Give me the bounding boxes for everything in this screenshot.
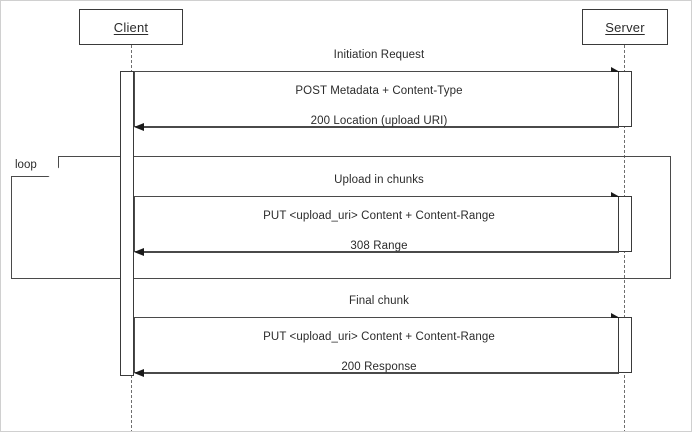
message-label-upload-in-chunks: Upload in chunks — [334, 174, 424, 186]
activation-server-initiation — [618, 71, 632, 127]
loop-fragment-operator-label: loop — [15, 159, 37, 172]
activation-client — [120, 71, 134, 376]
activation-server-final — [618, 317, 632, 373]
arrowhead-308-range — [134, 247, 144, 256]
message-label-initiation-request: Initiation Request — [333, 49, 425, 61]
message-label-308-range: 308 Range — [350, 240, 408, 252]
participant-server[interactable]: Server — [582, 9, 668, 45]
loop-fragment — [11, 156, 671, 279]
arrowhead-put-final-chunk — [611, 313, 620, 318]
arrowhead-200-location — [134, 122, 144, 131]
messageline-308-range — [141, 252, 619, 253]
message-label-put-chunk: PUT <upload_uri> Content + Content-Range — [263, 210, 495, 222]
arrowhead-put-chunk — [611, 192, 620, 197]
activation-server-chunk — [618, 196, 632, 252]
participant-client-label: Client — [113, 19, 149, 35]
message-label-post-metadata: POST Metadata + Content-Type — [295, 85, 463, 97]
arrowhead-200-response — [134, 368, 144, 377]
arrowhead-post-metadata — [611, 67, 620, 72]
loop-fragment-operator-tab: loop — [11, 156, 59, 177]
participant-server-label: Server — [605, 19, 645, 35]
message-label-final-chunk: Final chunk — [349, 295, 409, 307]
messageline-200-location — [141, 127, 619, 128]
message-label-200-location: 200 Location (upload URI) — [310, 115, 448, 127]
participant-client[interactable]: Client — [79, 9, 183, 45]
messageline-200-response — [141, 373, 619, 374]
message-label-200-response: 200 Response — [341, 361, 417, 373]
message-label-put-final-chunk: PUT <upload_uri> Content + Content-Range — [263, 331, 495, 343]
